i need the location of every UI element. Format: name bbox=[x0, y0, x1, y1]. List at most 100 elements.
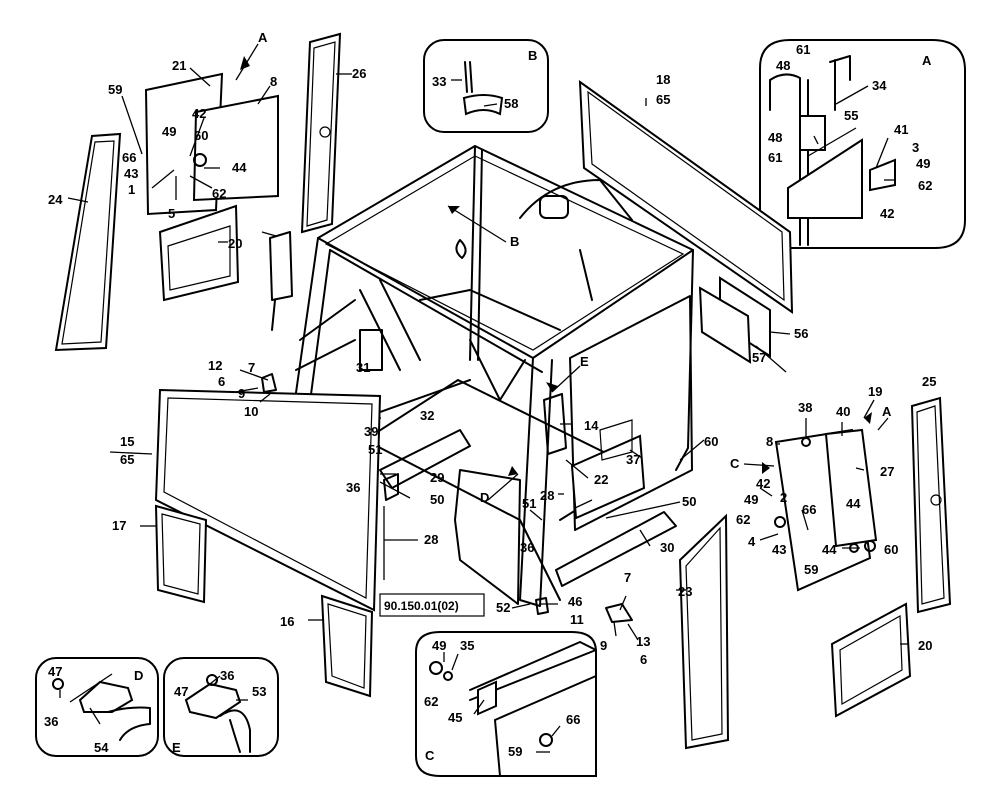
part-39: 39 bbox=[364, 424, 378, 439]
detail-c-frame: C bbox=[415, 631, 597, 777]
detail-c-part-49: 49 bbox=[432, 638, 446, 653]
part-55: 55 bbox=[844, 108, 858, 123]
part-28-main: 28 bbox=[540, 488, 554, 503]
part-23: 23 bbox=[678, 584, 692, 599]
part-32: 32 bbox=[420, 408, 434, 423]
part-58: 58 bbox=[504, 96, 518, 111]
part-18: 18 bbox=[656, 72, 670, 87]
part-52: 52 bbox=[496, 600, 510, 615]
hardware bbox=[193, 153, 876, 623]
part-38: 38 bbox=[798, 400, 812, 415]
figure-reference-box: 90.150.01(02) bbox=[379, 593, 485, 617]
part-9-right: 9 bbox=[600, 638, 607, 653]
detail-d-label: D bbox=[134, 668, 143, 683]
leader-lines bbox=[59, 43, 908, 753]
part-1: 1 bbox=[128, 182, 135, 197]
view-pointer-a-top: A bbox=[258, 30, 268, 45]
part-50-right: 50 bbox=[682, 494, 696, 509]
part-36-main-right: 36 bbox=[520, 540, 534, 555]
part-48-a-top: 48 bbox=[776, 58, 790, 73]
part-51-left: 51 bbox=[368, 442, 382, 457]
detail-d-part-36: 36 bbox=[44, 714, 58, 729]
part-62-right: 62 bbox=[736, 512, 750, 527]
part-13: 13 bbox=[636, 634, 650, 649]
part-37: 37 bbox=[626, 452, 640, 467]
part-22: 22 bbox=[594, 472, 608, 487]
detail-c-part-62: 62 bbox=[424, 694, 438, 709]
detail-b-frame: B bbox=[423, 39, 549, 133]
part-14: 14 bbox=[584, 418, 599, 433]
part-65-front: 65 bbox=[120, 452, 134, 467]
part-41: 41 bbox=[894, 122, 908, 137]
part-59-left: 59 bbox=[108, 82, 122, 97]
view-pointer-a-right: A bbox=[882, 404, 892, 419]
detail-c-part-66: 66 bbox=[566, 712, 580, 727]
part-34: 34 bbox=[872, 78, 887, 93]
part-24: 24 bbox=[48, 192, 63, 207]
part-43-left: 43 bbox=[124, 166, 138, 181]
part-61-a-mid: 61 bbox=[768, 150, 782, 165]
detail-e-frame: E bbox=[163, 657, 279, 757]
part-8-left: 8 bbox=[270, 74, 277, 89]
part-46: 46 bbox=[568, 594, 582, 609]
view-pointer-arrows bbox=[240, 56, 872, 476]
part-9-left: 9 bbox=[238, 386, 245, 401]
part-20-left: 20 bbox=[228, 236, 242, 251]
detail-e-part-47: 47 bbox=[174, 684, 188, 699]
part-56: 56 bbox=[794, 326, 808, 341]
detail-c-part-59: 59 bbox=[508, 744, 522, 759]
detail-d-part-54: 54 bbox=[94, 740, 109, 755]
part-3: 3 bbox=[912, 140, 919, 155]
part-2: 2 bbox=[780, 490, 787, 505]
part-7-right: 7 bbox=[624, 570, 631, 585]
part-42-right: 42 bbox=[756, 476, 770, 491]
detail-c-part-35: 35 bbox=[460, 638, 474, 653]
part-4: 4 bbox=[748, 534, 756, 549]
part-61-a-top: 61 bbox=[796, 42, 810, 57]
part-66-right: 66 bbox=[802, 502, 816, 517]
part-12: 12 bbox=[208, 358, 222, 373]
figure-reference: 90.150.01(02) bbox=[384, 599, 459, 613]
detail-b-label: B bbox=[528, 48, 537, 63]
part-50-left: 50 bbox=[430, 492, 444, 507]
part-60-right: 60 bbox=[884, 542, 898, 557]
part-30: 30 bbox=[660, 540, 674, 555]
part-48-a-mid: 48 bbox=[768, 130, 782, 145]
view-pointer-d: D bbox=[480, 490, 489, 505]
detail-c-part-45: 45 bbox=[448, 710, 462, 725]
detail-a-frame: A bbox=[759, 39, 966, 249]
part-26: 26 bbox=[352, 66, 366, 81]
part-19: 19 bbox=[868, 384, 882, 399]
part-11: 11 bbox=[570, 612, 584, 627]
part-44-right-bottom: 44 bbox=[822, 542, 837, 557]
part-44-right-top: 44 bbox=[846, 496, 861, 511]
part-33: 33 bbox=[432, 74, 446, 89]
part-7-left: 7 bbox=[248, 360, 255, 375]
part-49-a: 49 bbox=[916, 156, 930, 171]
part-42-left: 42 bbox=[192, 106, 206, 121]
part-labels: A 21 8 59 42 49 60 66 43 44 1 62 5 24 20… bbox=[44, 30, 936, 759]
part-20-right: 20 bbox=[918, 638, 932, 653]
part-6-right: 6 bbox=[640, 652, 647, 667]
part-66-left: 66 bbox=[122, 150, 136, 165]
view-pointer-b: B bbox=[510, 234, 519, 249]
part-43-right: 43 bbox=[772, 542, 786, 557]
part-62-left: 62 bbox=[212, 186, 226, 201]
detail-c-label: C bbox=[425, 748, 435, 763]
part-8-right: 8 bbox=[766, 434, 773, 449]
part-31: 31 bbox=[356, 360, 370, 375]
part-21: 21 bbox=[172, 58, 186, 73]
part-62-a: 62 bbox=[918, 178, 932, 193]
view-pointer-c: C bbox=[730, 456, 740, 471]
part-59-right: 59 bbox=[804, 562, 818, 577]
part-27: 27 bbox=[880, 464, 894, 479]
part-36-main-left: 36 bbox=[346, 480, 360, 495]
part-15: 15 bbox=[120, 434, 134, 449]
part-65-rear: 65 bbox=[656, 92, 670, 107]
part-49-right: 49 bbox=[744, 492, 758, 507]
part-28-left: 28 bbox=[424, 532, 438, 547]
part-60-left: 60 bbox=[194, 128, 208, 143]
part-16: 16 bbox=[280, 614, 294, 629]
part-60-main: 60 bbox=[704, 434, 718, 449]
part-6-left: 6 bbox=[218, 374, 225, 389]
